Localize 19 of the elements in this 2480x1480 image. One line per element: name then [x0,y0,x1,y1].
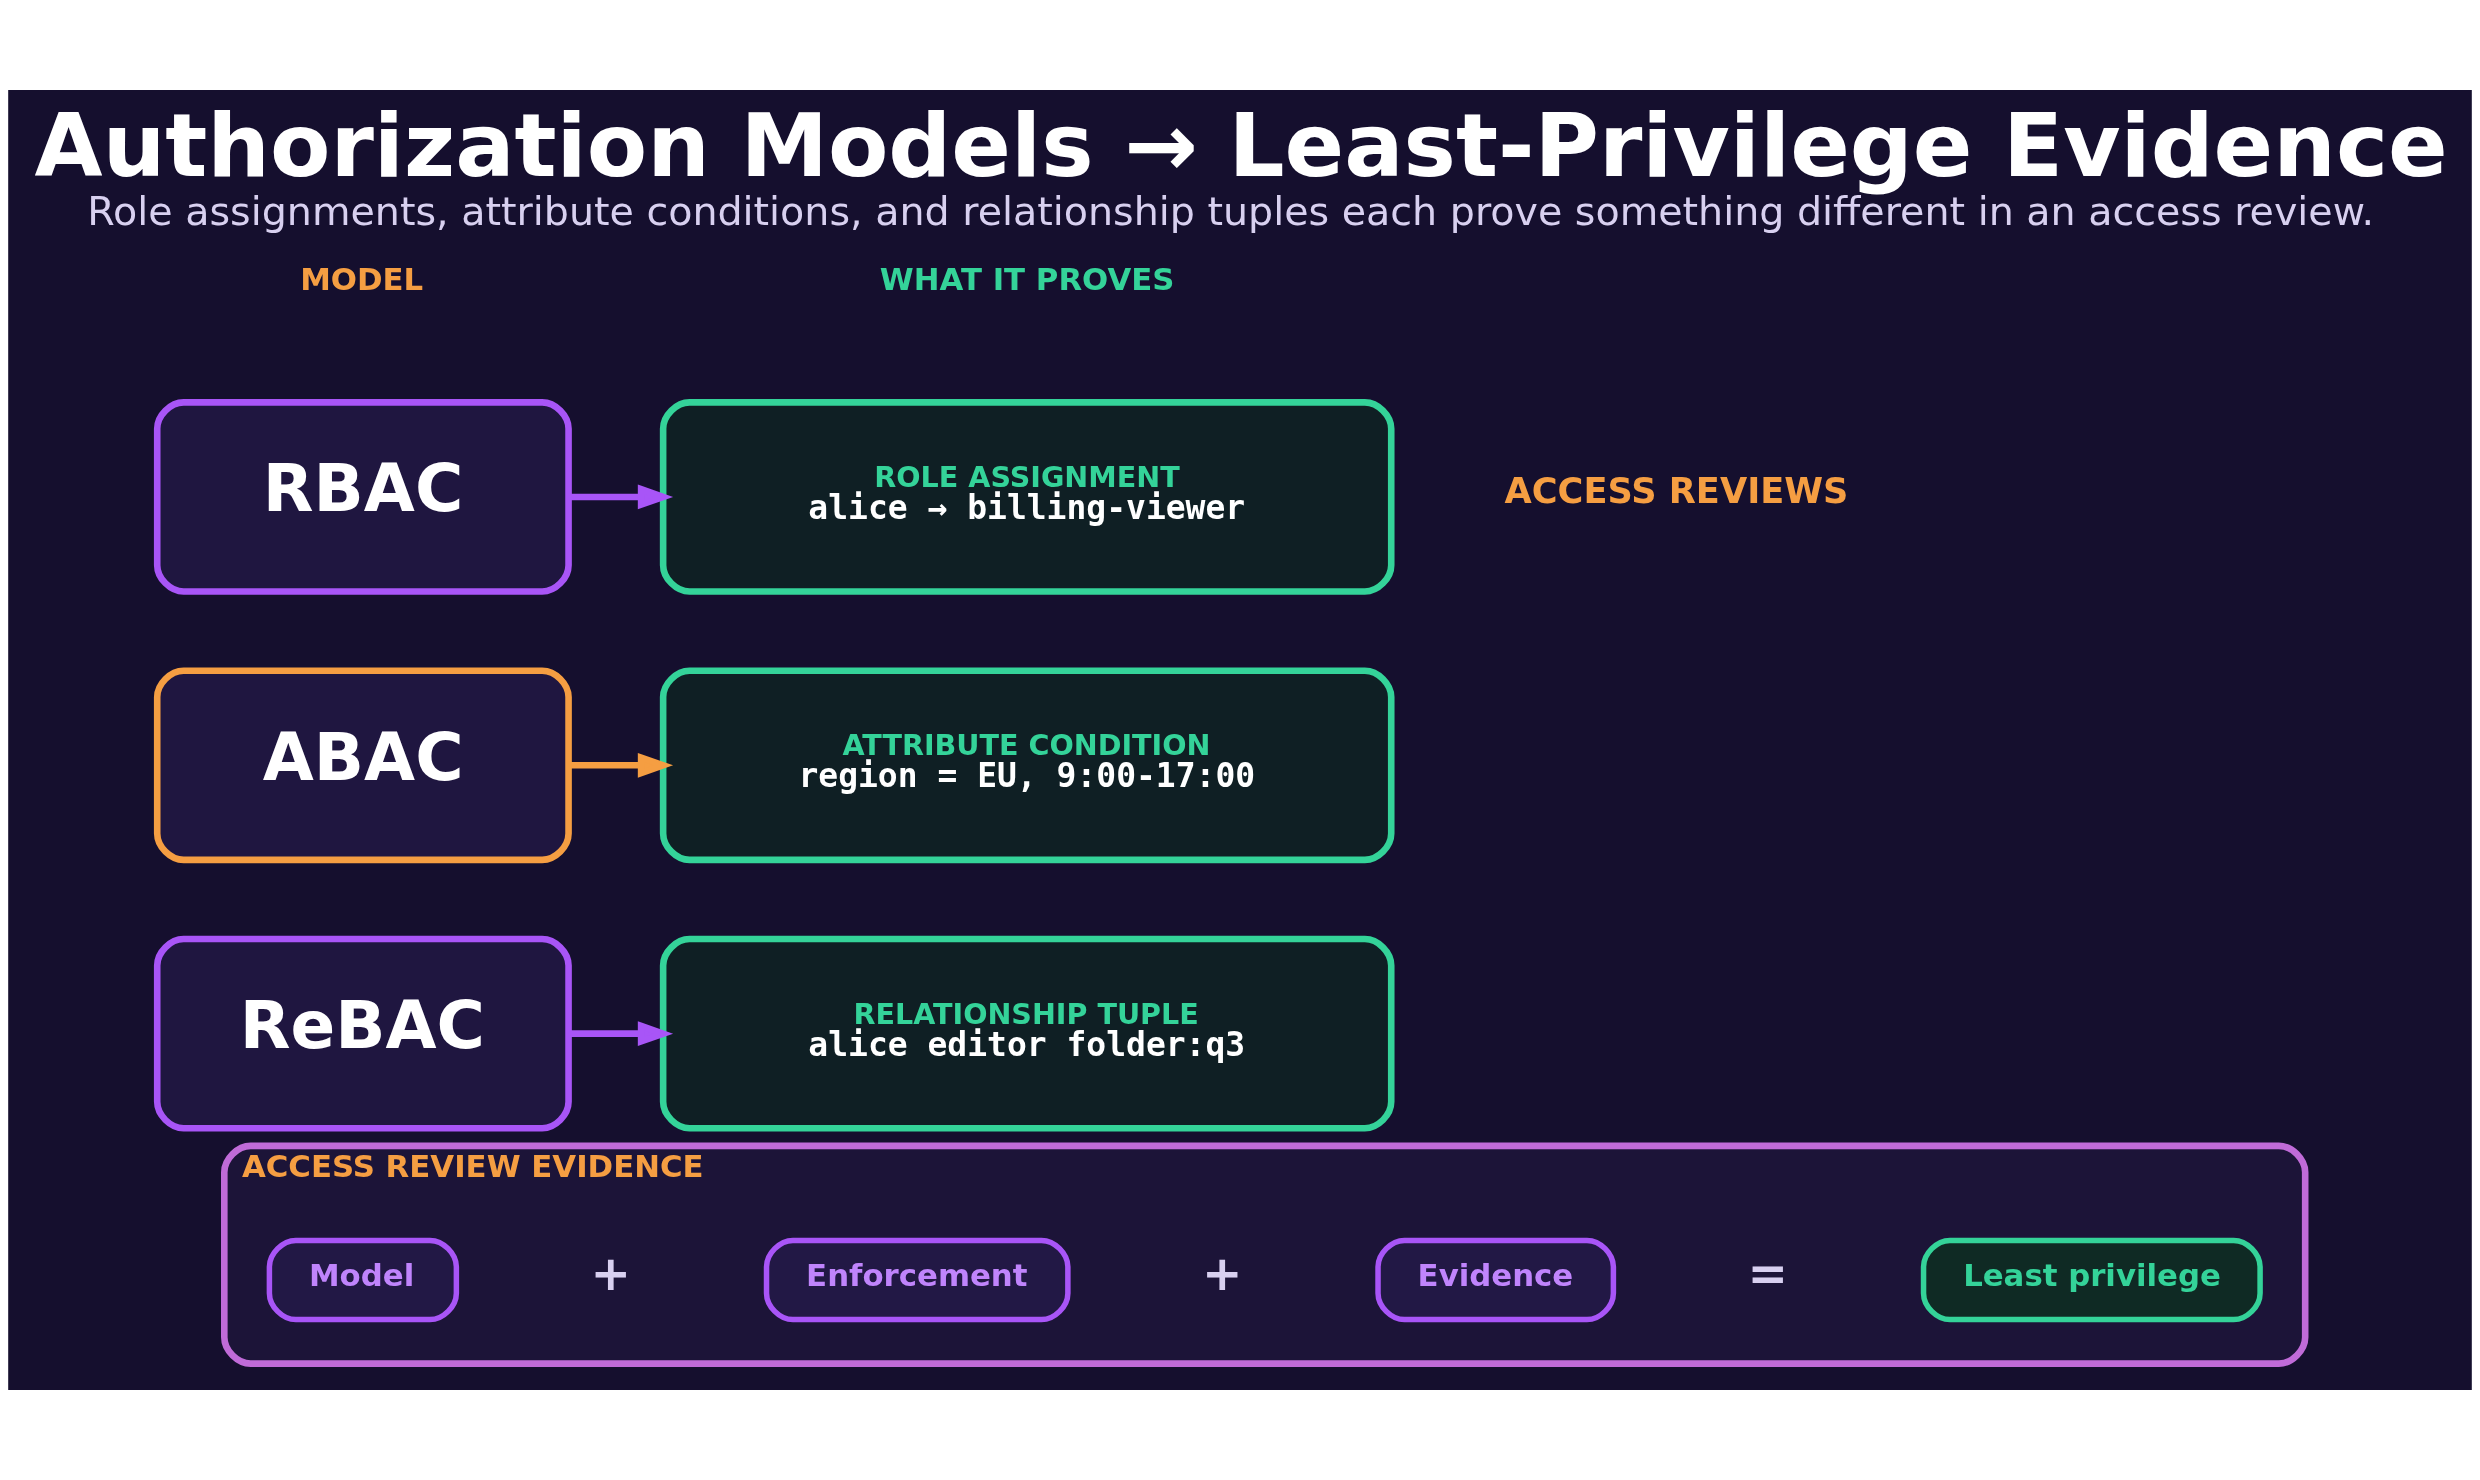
node-box: Enforcement [763,1237,1071,1323]
node-box: Model [266,1237,460,1323]
label: WHAT IT PROVES [879,260,1175,297]
label: MODEL [300,260,424,297]
node-box: RBAC [153,399,572,595]
node-box: ABAC [153,667,572,864]
node-box: ATTRIBUTE CONDITION region = EU, 9:00-17:00 [659,667,1395,864]
arrow [569,752,674,778]
node-box: ReBAC [153,935,572,1132]
label: + [590,1245,632,1302]
arrow [569,484,674,510]
node-box: RELATIONSHIP TUPLE alice editor folder:q3 [659,935,1395,1132]
label: + [1202,1245,1243,1302]
node-box: Evidence [1375,1237,1617,1323]
node-box: Least privilege [1920,1237,2263,1323]
node-box: ROLE ASSIGNMENT alice → billing-viewer [659,399,1395,595]
arrow [569,1021,674,1046]
label: ACCESS REVIEWS [1504,470,1849,512]
label: = [1747,1245,1789,1302]
